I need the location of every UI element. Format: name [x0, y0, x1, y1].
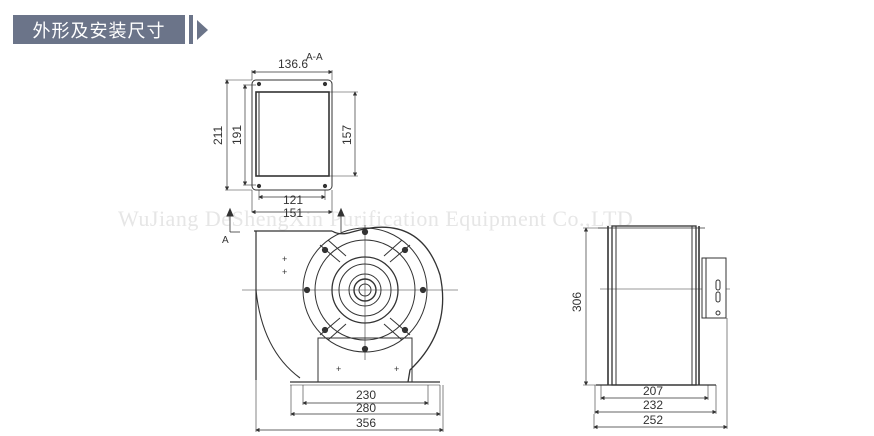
- front-view: + + + +: [226, 207, 458, 433]
- dim-356: 356: [356, 416, 376, 430]
- dim-207: 207: [643, 384, 663, 398]
- svg-text:+: +: [282, 254, 287, 264]
- section-label: A-A: [306, 52, 323, 63]
- svg-text:+: +: [336, 364, 341, 374]
- banner-arrow-icon: [197, 19, 208, 40]
- dim-157: 157: [340, 125, 354, 145]
- dim-151: 151: [283, 206, 303, 220]
- dim-191: 191: [230, 125, 244, 145]
- dim-211: 211: [211, 126, 225, 145]
- dim-306: 306: [570, 292, 584, 312]
- dim-280: 280: [356, 401, 376, 415]
- dim-136-6: 136.6: [278, 57, 308, 71]
- section-a-a-view: [224, 69, 358, 215]
- dim-252: 252: [643, 413, 663, 427]
- section-marker-a: A: [222, 235, 229, 246]
- svg-text:+: +: [282, 267, 287, 277]
- section-banner: 外形及安装尺寸: [13, 15, 208, 44]
- svg-text:+: +: [394, 364, 399, 374]
- dim-121: 121: [283, 193, 303, 207]
- side-view: [583, 225, 730, 430]
- section-title: 外形及安装尺寸: [13, 15, 185, 44]
- dim-232: 232: [643, 398, 663, 412]
- dim-230: 230: [356, 388, 376, 402]
- banner-bar-decoration: [189, 15, 193, 44]
